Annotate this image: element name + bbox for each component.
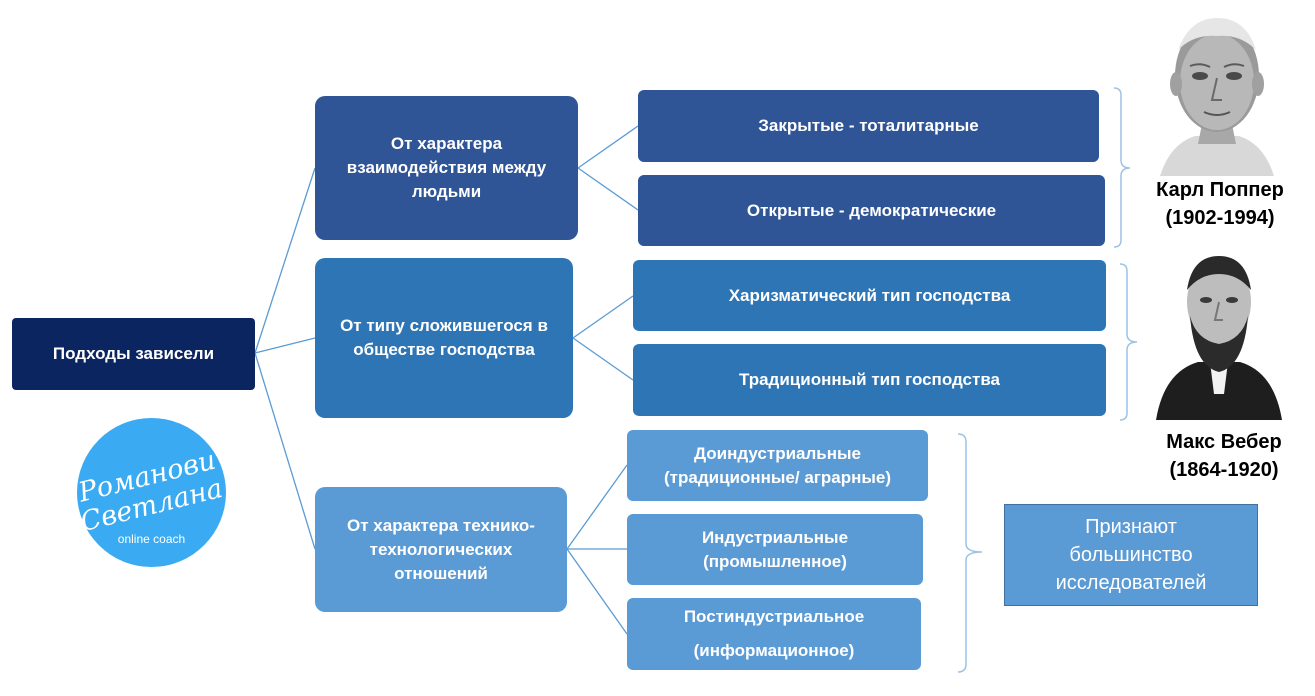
weber-caption: Макс Вебер (1864-1920) [1144,428,1304,484]
logo-subtitle: online coach [77,532,226,546]
category-domination: От типу сложившегося в обществе господст… [315,258,573,418]
connector-category-1-to-type-1 [578,126,638,168]
popper-caption: Карл Поппер (1902-1994) [1140,176,1300,232]
category-line: людьми [347,180,546,204]
type-label: Индустриальные [702,526,848,550]
popper-portrait [1150,4,1284,176]
brand-logo: Романович Светлана online coach [77,418,226,567]
brace-popper [1114,88,1130,247]
category-line: взаимодействия между [347,156,546,180]
type-label: Постиндустриальное [684,600,864,634]
type-label: Харизматический тип господства [729,284,1011,308]
category-line: технологических [347,538,535,562]
type-open-democratic: Открытые - демократические [638,175,1105,246]
author-years: (1864-1920) [1144,456,1304,484]
type-postindustrial: Постиндустриальное (информационное) [627,598,921,670]
root-node: Подходы зависели [12,318,255,390]
category-line: обществе господства [340,338,548,362]
note-line: большинство [1056,541,1207,569]
author-years: (1902-1994) [1140,204,1300,232]
type-industrial: Индустриальные (промышленное) [627,514,923,585]
type-label: Открытые - демократические [747,199,996,223]
type-label: Закрытые - тоталитарные [758,114,978,138]
connector-category-2-to-type-3 [573,296,633,338]
type-label: (традиционные/ аграрные) [664,466,891,490]
connector-root-to-category-3 [255,353,315,549]
brace-weber [1120,264,1137,420]
category-line: отношений [347,562,535,586]
type-charismatic: Харизматический тип господства [633,260,1106,331]
category-line: От типу сложившегося в [340,314,548,338]
brace-majority [958,434,982,672]
connector-category-2-to-type-4 [573,338,633,380]
type-preindustrial: Доиндустриальные (традиционные/ аграрные… [627,430,928,501]
type-label: (информационное) [684,634,864,668]
type-closed-totalitarian: Закрытые - тоталитарные [638,90,1099,162]
type-label: Доиндустриальные [664,442,891,466]
category-line: От характера технико- [347,514,535,538]
connector-root-to-category-1 [255,168,315,353]
note-line: исследователей [1056,569,1207,597]
category-interaction: От характера взаимодействия между людьми [315,96,578,240]
note-line: Признают [1056,513,1207,541]
type-label: (промышленное) [702,550,848,574]
majority-note: Признают большинство исследователей [1004,504,1258,606]
weber-portrait [1152,244,1286,420]
root-label: Подходы зависели [53,342,214,366]
connector-root-to-category-2 [255,338,315,353]
connector-category-3-to-type-5 [567,465,627,549]
type-label: Традиционный тип господства [739,368,1000,392]
author-name: Карл Поппер [1140,176,1300,204]
connector-category-1-to-type-2 [578,168,638,210]
category-technology: От характера технико- технологических от… [315,487,567,612]
category-line: От характера [347,132,546,156]
type-traditional: Традиционный тип господства [633,344,1106,416]
connector-category-3-to-type-7 [567,549,627,634]
author-name: Макс Вебер [1144,428,1304,456]
